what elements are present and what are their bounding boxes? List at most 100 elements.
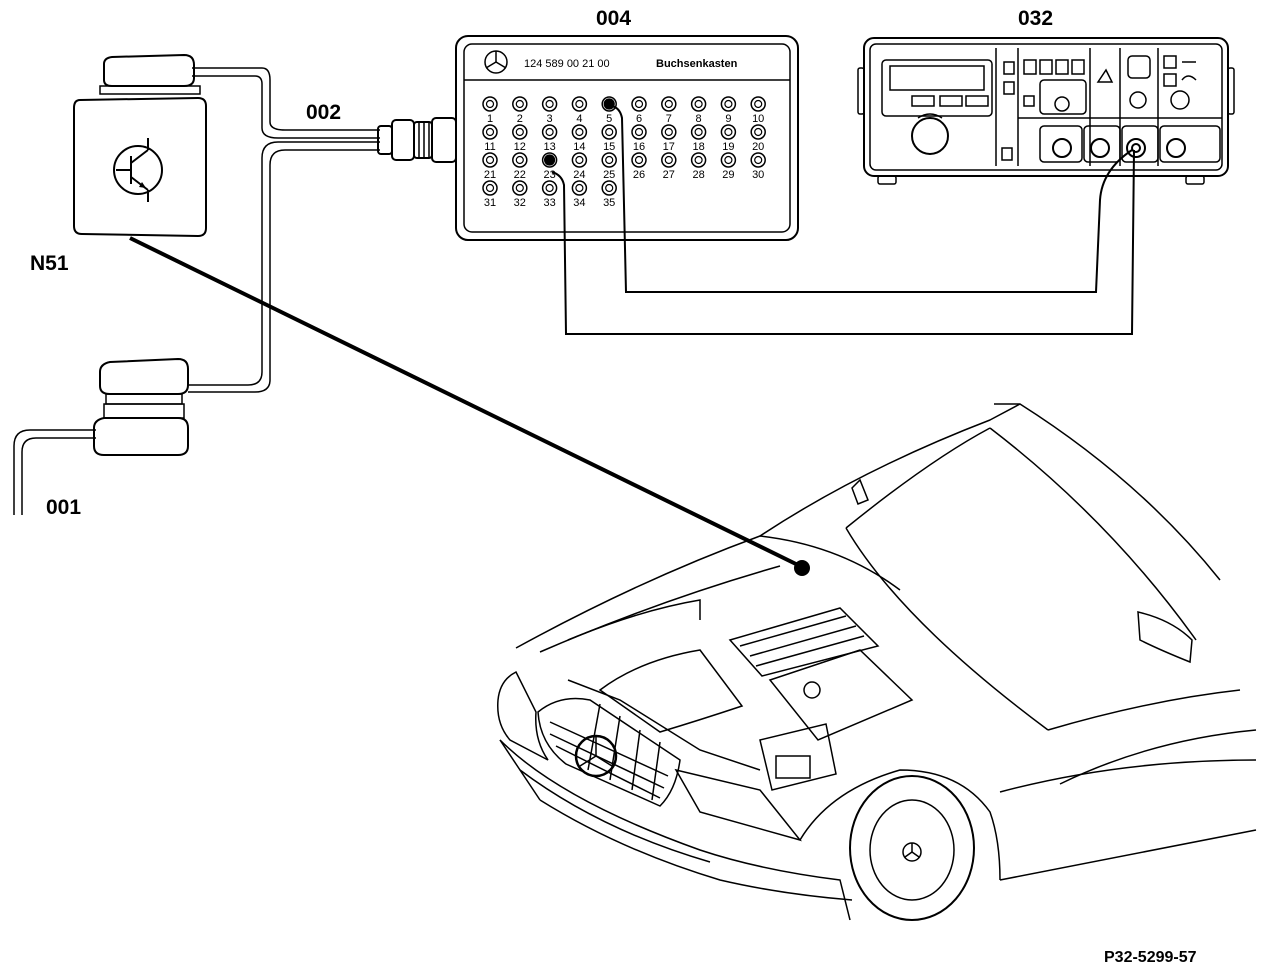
socket-20: 20 [750,124,766,153]
socket-contact [605,183,614,193]
socket-contact [754,155,763,165]
socket-hole [631,96,647,112]
socket-hole [720,152,737,168]
socket-contact [724,155,733,165]
socket-number: 31 [484,197,496,209]
socket-contact [634,99,644,109]
socket-1: 1 [482,96,498,125]
socket-number: 17 [663,141,675,153]
cable-002-label: 002 [306,101,341,124]
measuring-leads [551,105,1135,335]
socket-5: 5 [601,96,617,125]
adapter-plug-upper [99,53,201,95]
socket-6: 6 [631,96,647,125]
socket-number: 7 [666,113,672,125]
socket-contact [485,99,495,109]
socket-hole [571,124,588,140]
socket-number: 10 [752,113,764,125]
socket-hole [601,180,617,196]
socket-contact [664,99,673,109]
vehicle-illustration [497,403,1257,921]
socket-27: 27 [661,152,677,181]
socket-hole [482,96,498,112]
socket-14: 14 [571,124,588,153]
socket-number: 32 [514,197,526,209]
socket-hole [541,180,558,196]
socket-hole [690,152,707,168]
socket-contact [515,155,524,165]
socket-contact [545,127,554,137]
socket-number: 20 [752,141,764,153]
socket-hole [750,152,766,168]
socket-contact [664,127,673,137]
socket-23: 23 [541,152,558,181]
socket-number: 19 [722,141,734,153]
socket-32: 32 [512,180,528,209]
socket-4: 4 [571,96,588,125]
socket-contact [664,155,673,165]
socket-contact [543,154,556,166]
socket-hole [690,124,707,140]
socket-hole [601,124,617,140]
socket-number: 29 [722,169,734,181]
socket-contact [724,99,733,109]
socket-2: 2 [512,96,528,125]
socket-contact [724,127,733,137]
n51-control-module: N51 [30,96,207,275]
socket-hole [601,96,617,112]
socket-contact [515,99,524,109]
socket-8: 8 [690,96,707,125]
socket-contact [694,155,703,165]
socket-number: 21 [484,169,496,181]
socket-number: 13 [543,141,555,153]
socket-contact [515,127,524,137]
socket-hole [512,96,528,112]
socket-hole [750,124,766,140]
socket-contact [575,99,584,109]
socket-number: 5 [606,113,612,125]
socket-number: 33 [543,197,555,209]
socket-30: 30 [750,152,766,181]
socket-contact [754,99,763,109]
socket-hole [482,124,498,140]
socket-number: 6 [636,113,642,125]
socket-hole [541,124,558,140]
socket-number: 14 [573,141,585,153]
cable-001-label: 001 [46,496,81,519]
socket-contact [634,155,644,165]
socket-11: 11 [482,124,498,153]
socket-16: 16 [631,124,647,153]
socket-hole [661,96,677,112]
socket-number: 25 [603,169,615,181]
transistor-icon [113,138,163,202]
socket-10: 10 [750,96,766,125]
socket-hole [601,152,617,168]
socket-hole [720,96,737,112]
socket-contact [694,127,703,137]
rotary-knob-icon [911,113,949,155]
socket-number: 8 [696,113,702,125]
socket-hole [571,96,588,112]
multimeter-032-label: 032 [1018,7,1053,30]
socket-contact [545,99,554,109]
location-pointer [129,236,810,576]
socket-number: 9 [725,113,731,125]
socket-number: 3 [547,113,553,125]
socket-contact [575,183,584,193]
socket-hole [541,96,558,112]
adapter-plug-lower: 001 [46,357,189,519]
cable-harness [13,67,380,515]
socket-contact [754,127,763,137]
socket-hole [661,152,677,168]
mercedes-star-emblem-icon [574,734,618,778]
socket-22: 22 [512,152,528,181]
socket-number: 28 [692,169,704,181]
socket-31: 31 [482,180,498,209]
socket-hole [661,124,677,140]
socket-contact [605,127,614,137]
socket-hole [631,124,647,140]
socket-hole [541,152,558,168]
socket-hole [512,152,528,168]
cable-002-connector: 002 [306,101,457,163]
socket-contact [634,127,644,137]
